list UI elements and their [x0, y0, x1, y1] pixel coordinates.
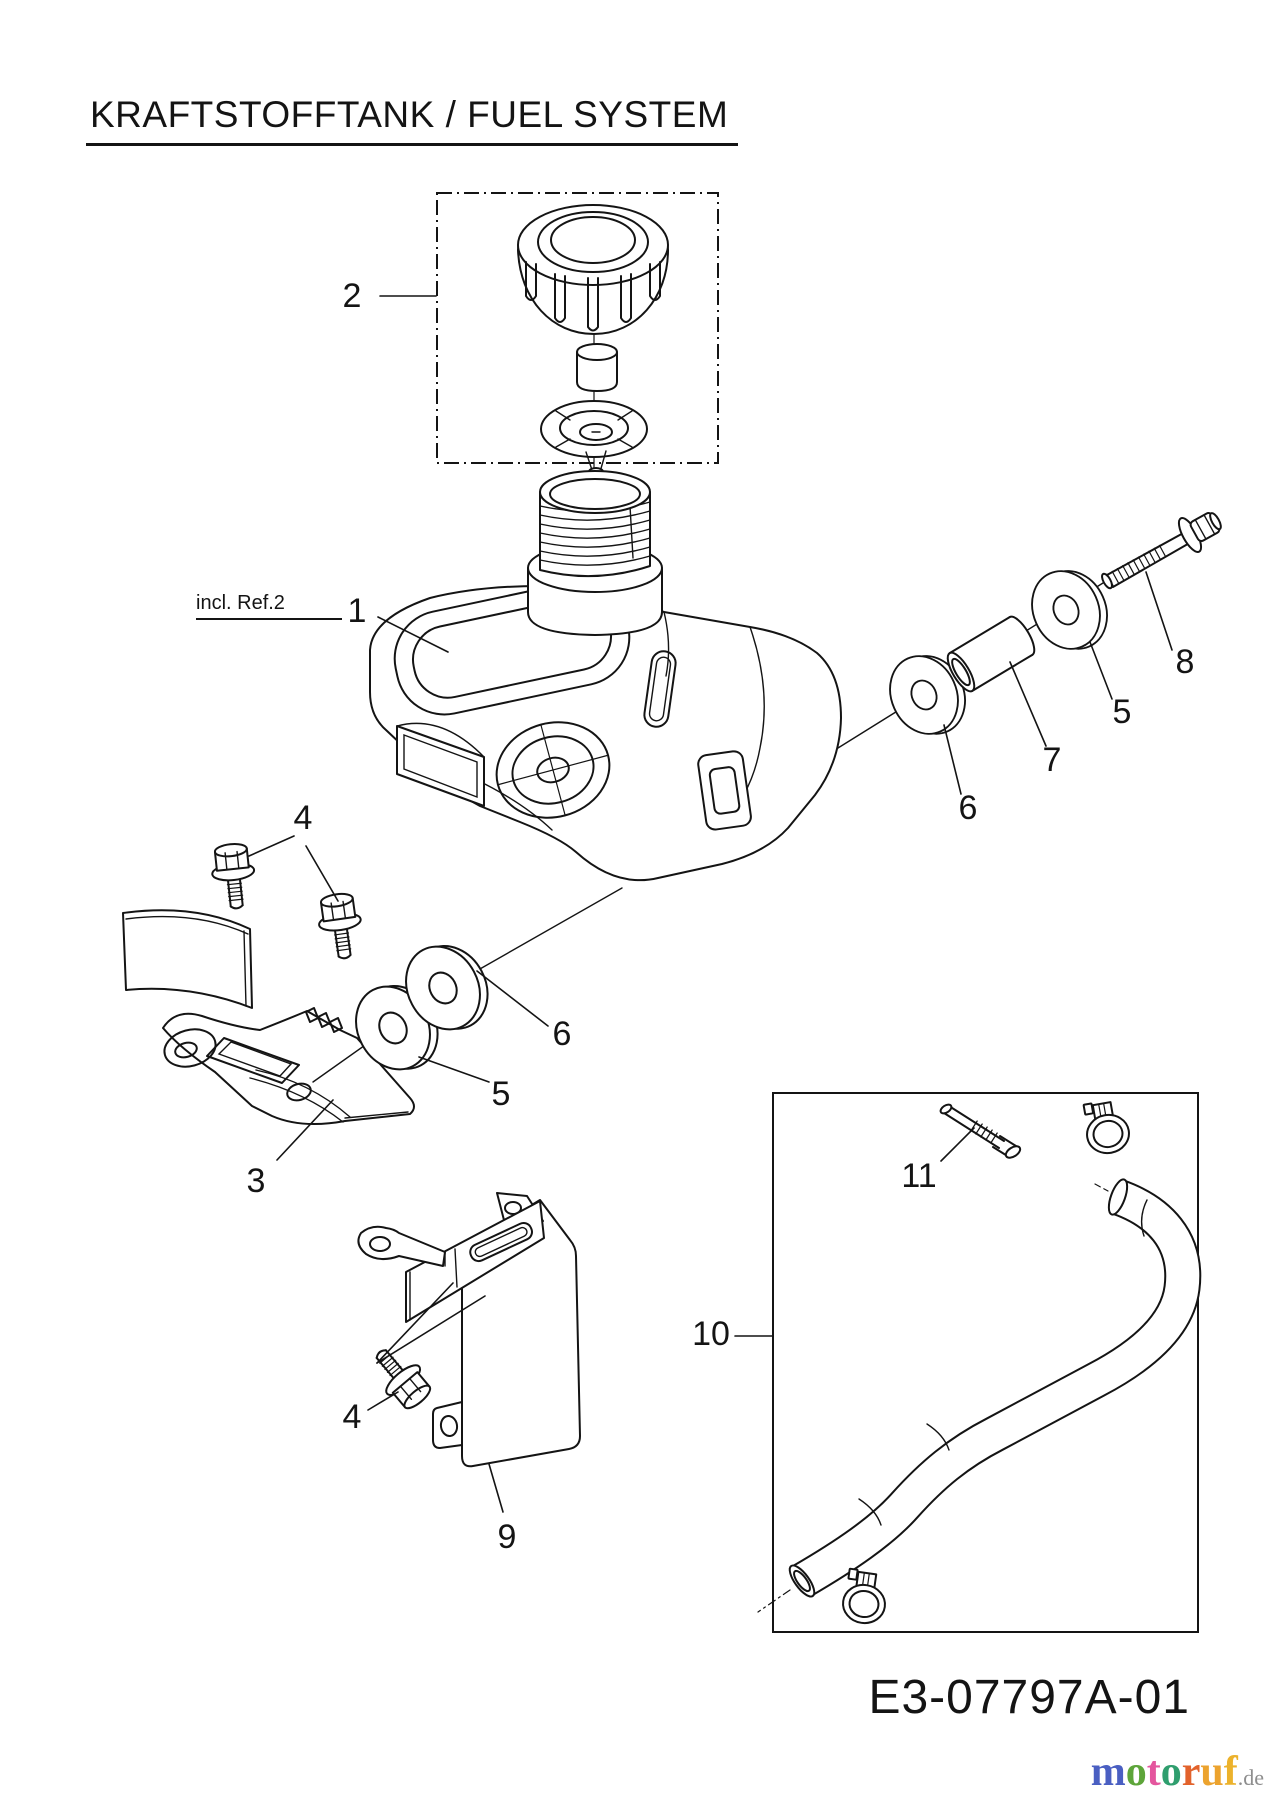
flange-bolt-4-upper-right	[314, 890, 367, 963]
logo-letter: t	[1146, 1749, 1161, 1795]
tank-mount-tab	[697, 750, 752, 831]
callout-5-right: 5	[1112, 693, 1132, 731]
logo-letter: f	[1223, 1749, 1238, 1795]
leader-line-3	[276, 1099, 334, 1161]
leader-line-4-upper-b	[305, 845, 339, 902]
logo-letter: u	[1200, 1749, 1224, 1795]
mounting-bracket-9	[357, 1192, 581, 1468]
leader-line-4-upper-a	[248, 835, 295, 857]
callout-1: 1	[347, 592, 367, 630]
page-title: KRAFTSTOFFTANK / FUEL SYSTEM	[86, 94, 739, 146]
cap-gasket	[540, 400, 648, 477]
callout-6-left: 6	[552, 1015, 572, 1053]
hose-detail-box	[772, 1092, 1199, 1633]
logo-letter: o	[1160, 1749, 1182, 1795]
leader-line-9	[488, 1463, 504, 1513]
leader-line-7	[1009, 661, 1047, 747]
callout-10: 10	[692, 1315, 730, 1353]
leader-line-4-lower	[367, 1391, 399, 1411]
logo-letter: o	[1125, 1749, 1147, 1795]
incl-ref-note: incl. Ref.2	[196, 592, 342, 620]
logo-suffix: .de	[1237, 1765, 1264, 1790]
fuel-cap	[517, 204, 669, 335]
tank-side-slot	[643, 650, 677, 728]
leader-line-1	[377, 616, 449, 653]
hose-clamp-lower	[839, 1567, 891, 1627]
motoruf-logo: motoruf.de	[1091, 1748, 1264, 1796]
callout-8: 8	[1175, 643, 1195, 681]
leader-line-8	[1145, 571, 1173, 651]
guard-plate-3	[122, 909, 415, 1125]
spacer-7	[946, 615, 1036, 693]
callout-2: 2	[342, 277, 362, 315]
logo-letter: m	[1090, 1749, 1126, 1795]
leader-line-bolt-hole-a	[376, 1282, 454, 1364]
leader-line-6-left	[476, 970, 549, 1027]
tank-bottom-recess	[396, 722, 485, 807]
leader-line-5-left	[418, 1056, 490, 1083]
hose-clamp-upper	[1080, 1096, 1133, 1158]
tank-outlet-recess	[495, 721, 611, 819]
callout-9: 9	[497, 1518, 517, 1556]
leader-line-11	[940, 1127, 975, 1162]
callout-3: 3	[246, 1162, 266, 1200]
callout-6-right: 6	[958, 789, 978, 827]
fuel-tank	[369, 470, 842, 882]
leader-lines	[248, 295, 1173, 1513]
cap-detail-box	[436, 192, 719, 464]
leader-line-5-right	[1089, 641, 1113, 700]
flange-bolt-4-upper-left	[208, 841, 259, 912]
callout-11: 11	[901, 1157, 937, 1195]
hex-flange-bolt-8	[1101, 511, 1222, 590]
leader-line-bolt-hole-b	[376, 1295, 486, 1364]
tank-filler-neck	[539, 470, 651, 578]
leader-line-6-right	[943, 724, 962, 795]
flange-bolt-4-lower	[362, 1337, 439, 1417]
fuel-hose-10	[757, 1178, 1202, 1613]
callout-4-lower: 4	[342, 1398, 362, 1436]
callout-5-left: 5	[491, 1075, 511, 1113]
logo-letter: r	[1181, 1749, 1201, 1795]
callout-4-upper: 4	[293, 799, 313, 837]
drawing-code: E3-07797A-01	[868, 1671, 1190, 1724]
callout-7: 7	[1042, 741, 1062, 779]
cap-insert	[576, 343, 618, 392]
